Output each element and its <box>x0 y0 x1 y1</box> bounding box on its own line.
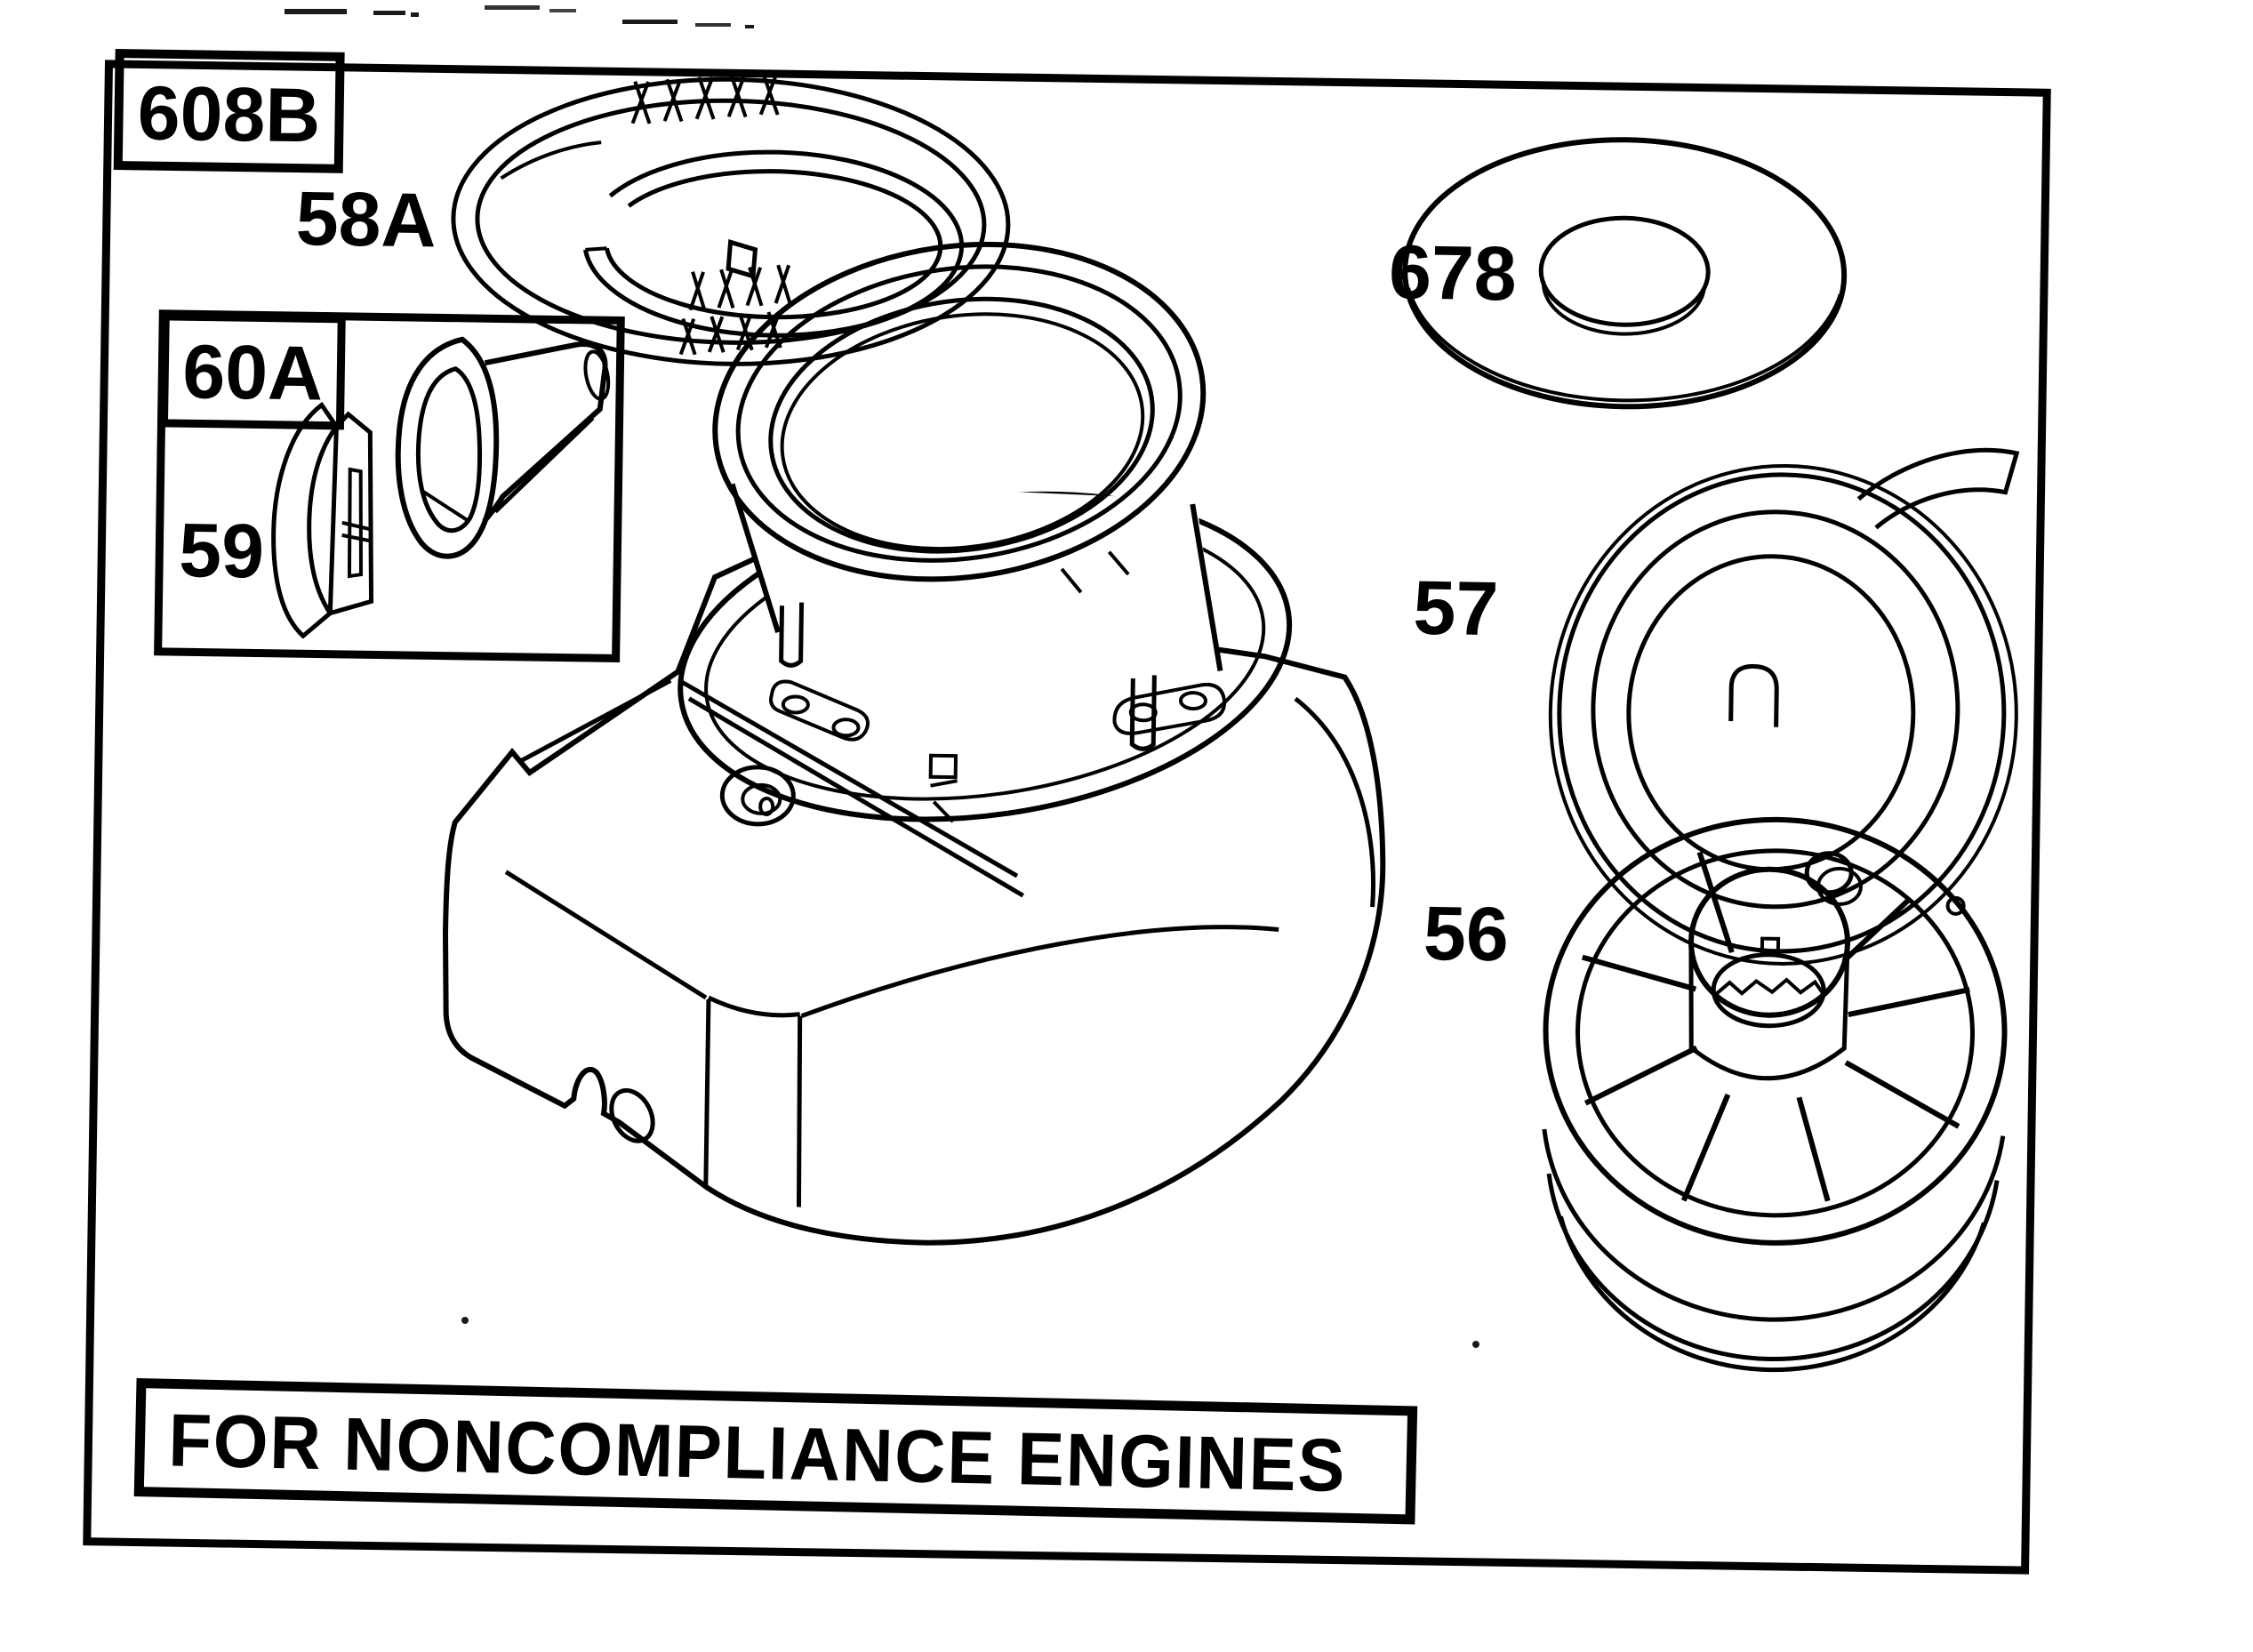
callout-58a: 58A <box>295 176 437 263</box>
rewind-spring-57-drawing <box>1548 447 2020 966</box>
banner-text: FOR NONCOMPLIANCE ENGINES <box>168 1398 1348 1507</box>
banner: FOR NONCOMPLIANCE ENGINES <box>133 1378 1418 1525</box>
insert-59-drawing <box>271 401 374 639</box>
pulley-56-drawing <box>1542 816 2008 1373</box>
spring-hatch-top <box>630 73 780 124</box>
coil-spring-58a-drawing <box>451 73 1011 366</box>
scan-artifacts <box>285 5 1479 1348</box>
assembly-label: 608B <box>137 70 321 158</box>
spring-hatch-bottom <box>678 311 782 356</box>
scan-dot <box>1472 1341 1479 1348</box>
label-box-60a <box>159 312 346 430</box>
starter-grip-drawing <box>395 336 611 559</box>
spring-hatch-mid <box>688 264 792 311</box>
starter-housing-drawing <box>442 241 1386 1246</box>
callout-59: 59 <box>179 508 265 594</box>
callout-57: 57 <box>1413 565 1499 652</box>
callout-678: 678 <box>1388 229 1517 317</box>
banner-box <box>133 1378 1418 1525</box>
callout-56: 56 <box>1423 891 1509 977</box>
assembly-label-box <box>113 49 345 173</box>
group-box-60a <box>154 309 625 663</box>
washer-678-drawing <box>1402 137 1848 410</box>
scan-dot <box>461 1317 469 1324</box>
outer-frame <box>83 60 2051 1575</box>
callout-60a: 60A <box>182 329 324 416</box>
pulley-spokes <box>1581 851 1970 1202</box>
